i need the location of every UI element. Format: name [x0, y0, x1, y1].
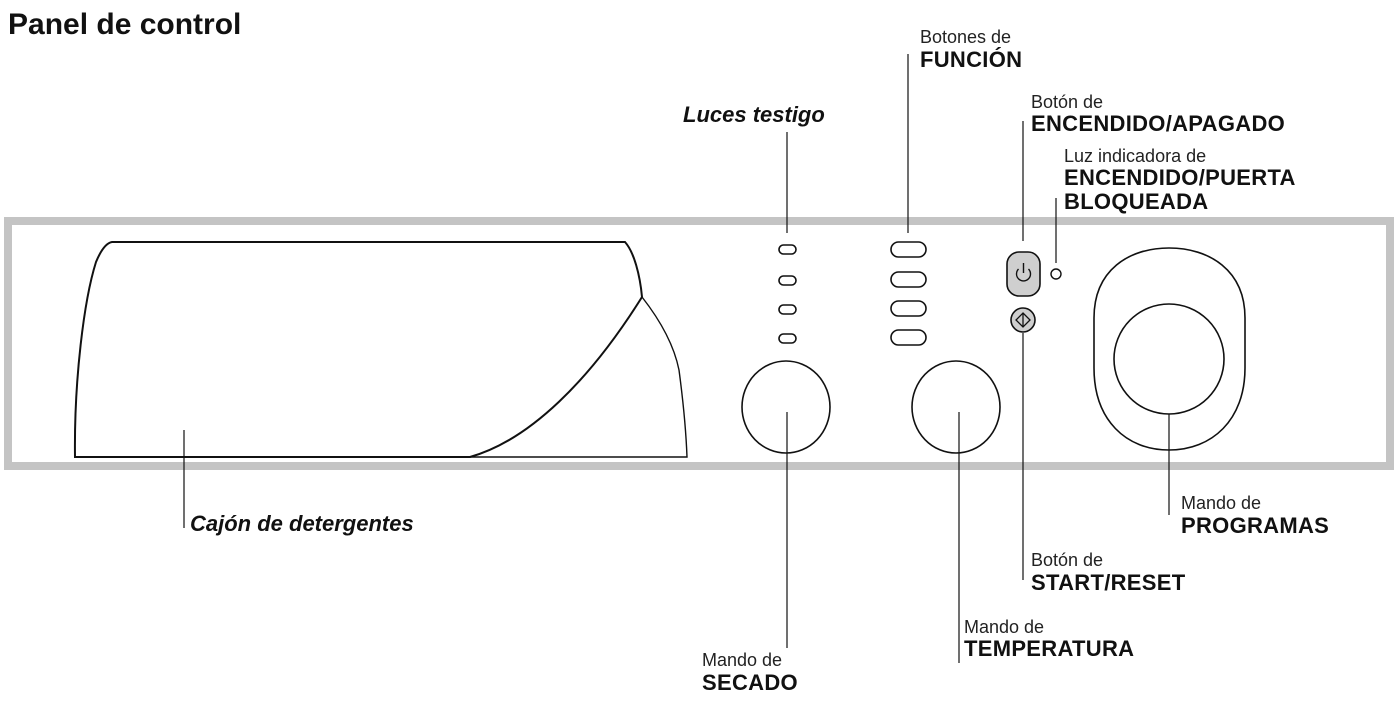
temperatura-knob[interactable]	[911, 360, 1001, 454]
start-diamond-icon	[1015, 312, 1031, 328]
label-cajon-detergentes: Cajón de detergentes	[190, 511, 414, 536]
function-buttons[interactable]	[890, 241, 927, 346]
label-onoff-big: ENCENDIDO/APAGADO	[1031, 111, 1286, 136]
label-secado-small: Mando de	[702, 650, 783, 670]
label-temperatura-small: Mando de	[964, 617, 1045, 637]
label-start-small: Botón de	[1031, 550, 1104, 570]
label-funcion-small: Botones de	[920, 27, 1012, 47]
programas-knob[interactable]	[1093, 247, 1246, 451]
leader-lines	[183, 54, 1170, 663]
indicator-lights	[778, 244, 797, 344]
label-funcion-big: FUNCIÓN	[920, 47, 1023, 72]
label-onoff-small: Botón de	[1031, 92, 1104, 112]
detergent-drawer[interactable]	[73, 241, 688, 458]
label-indicator-big-2: BLOQUEADA	[1064, 189, 1209, 214]
label-programas-big: PROGRAMAS	[1181, 513, 1330, 538]
label-indicator-big-1: ENCENDIDO/PUERTA	[1064, 165, 1296, 190]
power-button[interactable]	[1006, 251, 1041, 297]
label-programas-small: Mando de	[1181, 493, 1262, 513]
label-luces-testigo: Luces testigo	[683, 102, 825, 127]
page-title: Panel de control	[8, 8, 242, 41]
label-start-big: START/RESET	[1031, 570, 1186, 595]
panel-frame	[4, 217, 1394, 470]
start-reset-button[interactable]	[1010, 307, 1036, 333]
label-temperatura-big: TEMPERATURA	[964, 636, 1135, 661]
secado-knob[interactable]	[741, 360, 831, 454]
power-icon	[1015, 263, 1032, 282]
power-door-led	[1050, 268, 1062, 280]
label-secado-big: SECADO	[702, 670, 798, 695]
label-indicator-small: Luz indicadora de	[1064, 146, 1207, 166]
